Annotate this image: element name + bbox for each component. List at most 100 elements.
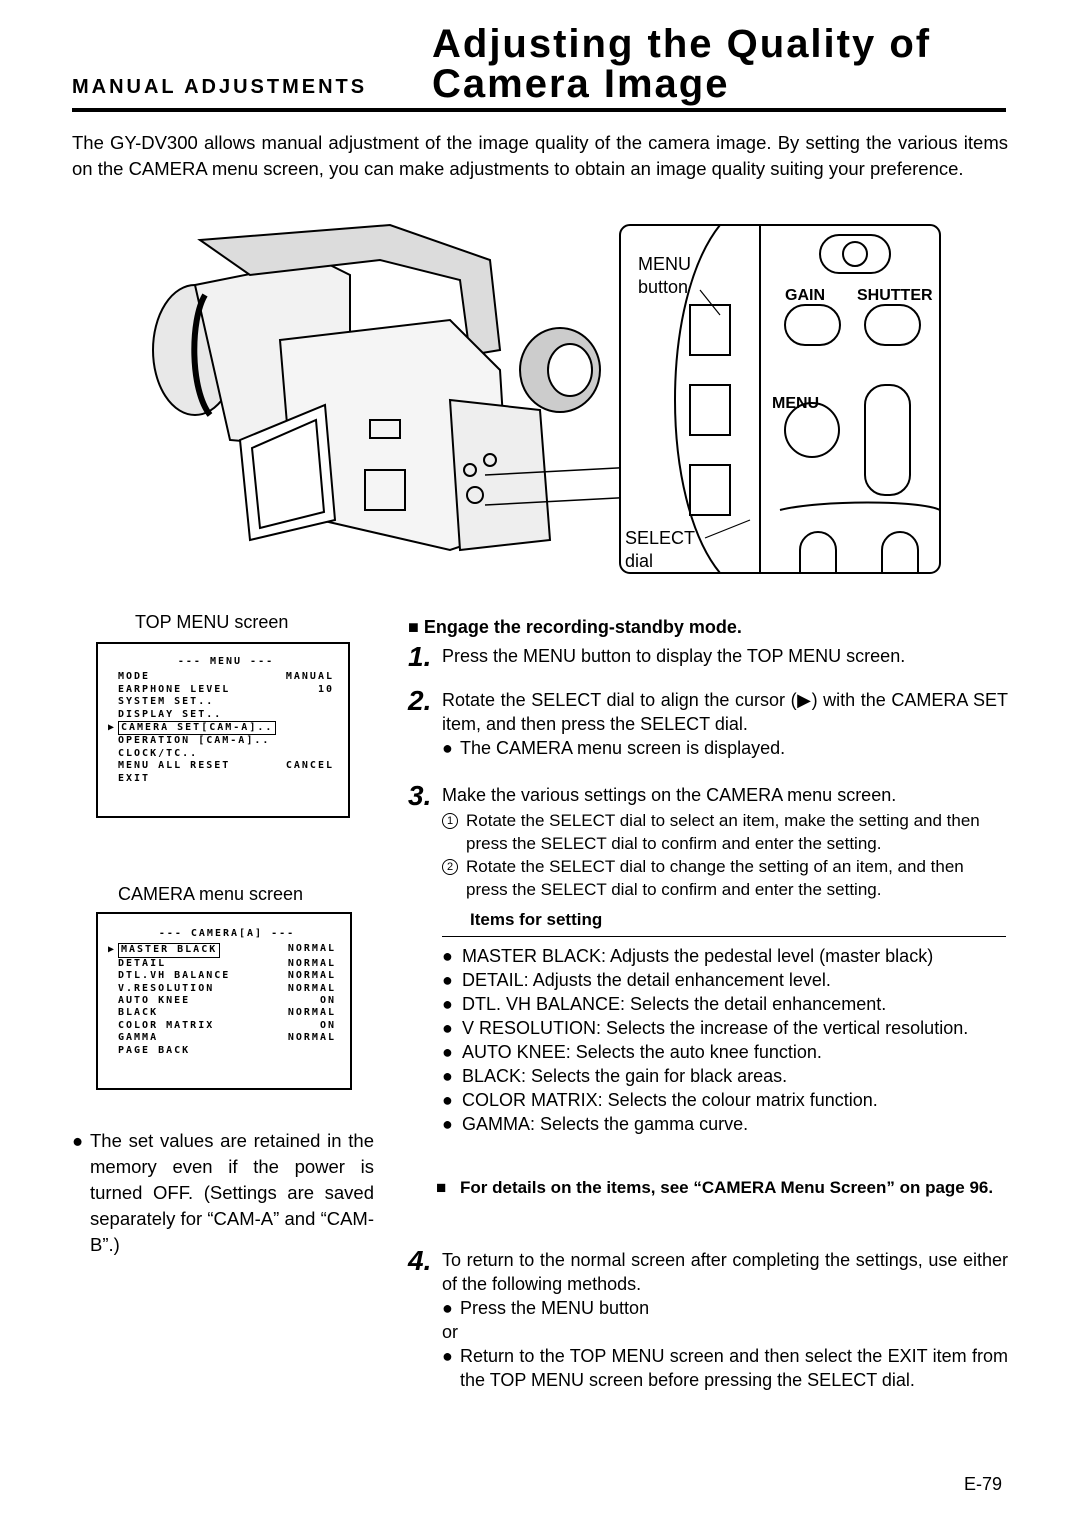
menu-button-label: MENU	[638, 254, 691, 274]
list-item: ● GAMMA: Selects the gamma curve.	[442, 1112, 1008, 1136]
section-label: MANUAL ADJUSTMENTS	[72, 76, 368, 98]
bullet-icon: ●	[442, 1090, 453, 1110]
top-menu-row: DISPLAY SET..	[118, 709, 334, 721]
intro-paragraph: The GY-DV300 allows manual adjustment of…	[72, 132, 1008, 179]
step-3: 3.Make the various settings on the CAMER…	[408, 782, 1008, 901]
camera-menu-item: PAGE BACK	[118, 1044, 191, 1056]
select-dial-label: SELECT	[625, 528, 695, 548]
bullet-icon: ●	[442, 738, 453, 758]
list-item: ● DTL. VH BALANCE: Selects the detail enh…	[442, 992, 1008, 1016]
top-menu-row: CLOCK/TC..	[118, 748, 334, 760]
camera-illustration: MENU button GAIN SHUTTER MENU SELECT dia…	[152, 223, 941, 574]
camera-menu-value: NORMAL	[287, 1032, 336, 1044]
step-4-bullet-2: Return to the TOP MENU screen and then s…	[460, 1346, 1008, 1390]
top-menu-item: CAMERA SET[CAM-A]..	[121, 722, 274, 734]
camera-menu-value: ON	[319, 1019, 336, 1031]
select-dial-label-2: dial	[625, 551, 653, 571]
top-menu-row: SYSTEM SET..	[118, 696, 334, 708]
step-number: 4.	[408, 1245, 432, 1276]
camera-menu-caption: CAMERA menu screen	[118, 884, 304, 904]
page-title-line2: Camera Image	[432, 62, 730, 106]
camera-menu-header: --- CAMERA[A] ---	[158, 928, 296, 939]
circled-number-icon: 2	[442, 859, 458, 875]
camera-menu-item: MASTER BLACK	[121, 944, 218, 956]
bullet-icon: ●	[442, 1114, 453, 1134]
camera-menu-row: GAMMA NORMAL	[118, 1032, 336, 1044]
items-heading-block: Items for setting	[470, 908, 1006, 932]
menu-button-label-2: button	[638, 277, 688, 297]
camera-menu-value: NORMAL	[287, 957, 336, 969]
top-menu-row: EXIT	[118, 773, 334, 785]
list-item: ● COLOR MATRIX: Selects the colour matrix…	[442, 1088, 1008, 1112]
step-2: 2.Rotate the SELECT dial to align the cu…	[408, 685, 1008, 760]
step-4: 4.To return to the normal screen after c…	[408, 1245, 1008, 1392]
list-item-text: BLACK: Selects the gain for black areas.	[462, 1066, 788, 1086]
camera-menu-value: NORMAL	[287, 982, 336, 994]
top-menu-item: DISPLAY SET..	[118, 708, 223, 720]
circled-number-icon: 1	[442, 813, 458, 829]
list-item-text: MASTER BLACK: Adjusts the pedestal level…	[462, 946, 934, 966]
procedure-heading: ■ Engage the recording-standby mode.	[408, 615, 1008, 639]
bullet-icon: ●	[442, 994, 453, 1014]
square-bullet-icon: ■	[408, 617, 419, 637]
title-rule	[72, 108, 1006, 112]
top-menu-item: EXIT	[118, 772, 151, 784]
top-menu-item: MODE	[118, 671, 151, 683]
camera-menu-row: PAGE BACK	[118, 1045, 336, 1057]
details-note: ■ For details on the items, see “CAMERA M…	[436, 1176, 1008, 1200]
top-menu-row: ▶CAMERA SET[CAM-A]..	[108, 721, 334, 736]
bullet-icon: ●	[442, 1298, 453, 1318]
top-menu-value: CANCEL	[285, 760, 334, 772]
top-menu-caption: TOP MENU screen	[135, 612, 289, 632]
step-4-or: or	[442, 1322, 459, 1342]
bullet-icon: ●	[442, 1346, 453, 1366]
list-item: ● MASTER BLACK: Adjusts the pedestal leve…	[442, 944, 1008, 968]
list-item-text: AUTO KNEE: Selects the auto knee functio…	[462, 1042, 822, 1062]
list-item-text: DETAIL: Adjusts the detail enhancement l…	[462, 970, 831, 990]
list-item-text: GAMMA: Selects the gamma curve.	[462, 1114, 749, 1134]
camera-menu-item: V.RESOLUTION	[118, 982, 215, 994]
step-3-sub-2: Rotate the SELECT dial to change the set…	[466, 857, 964, 899]
camera-menu-row: AUTO KNEE ON	[118, 995, 336, 1007]
list-item: ●BLACK: Selects the gain for black areas…	[442, 1064, 1008, 1088]
list-item: ● DETAIL: Adjusts the detail enhancement …	[442, 968, 1008, 992]
step-2-bullet: The CAMERA menu screen is displayed.	[460, 738, 786, 758]
camera-menu-item: DETAIL	[118, 957, 167, 969]
items-list: ● MASTER BLACK: Adjusts the pedestal leve…	[442, 944, 1008, 1136]
step-text: Make the various settings on the CAMERA …	[442, 785, 897, 805]
step-4-bullet-1: Press the MENU button	[460, 1298, 650, 1318]
step-number: 2.	[408, 685, 432, 716]
top-menu-value: 10	[317, 683, 334, 695]
list-item-text: DTL. VH BALANCE: Selects the detail enha…	[462, 994, 887, 1014]
bullet-icon: ●	[442, 970, 453, 990]
camera-menu-item: GAMMA	[118, 1032, 159, 1044]
top-menu-item: SYSTEM SET..	[118, 696, 215, 708]
top-menu-item: OPERATION [CAM-A]..	[118, 735, 271, 747]
bullet-icon: ●	[72, 1130, 84, 1151]
camera-menu-value: ON	[319, 995, 336, 1007]
menu-panel-label: MENU	[772, 395, 819, 412]
top-menu-item: CLOCK/TC..	[118, 747, 199, 759]
retention-note-text: The set values are retained in the memor…	[90, 1130, 374, 1255]
details-note-text: For details on the items, see “CAMERA Me…	[460, 1178, 994, 1197]
procedure-heading-text: Engage the recording-standby mode.	[423, 617, 742, 637]
camera-menu-item: AUTO KNEE	[118, 995, 191, 1007]
items-heading: Items for setting	[470, 910, 603, 929]
list-item-text: COLOR MATRIX: Selects the colour matrix …	[462, 1090, 878, 1110]
square-bullet-icon: ■	[436, 1178, 447, 1197]
bullet-icon: ●	[442, 946, 453, 966]
camera-menu-item: DTL.VH BALANCE	[118, 970, 231, 982]
top-menu-row: OPERATION [CAM-A]..	[118, 735, 334, 747]
top-menu-header: --- MENU ---	[177, 656, 275, 667]
bullet-icon: ●	[442, 1042, 453, 1062]
list-item: ● AUTO KNEE: Selects the auto knee functi…	[442, 1040, 1008, 1064]
camera-menu-row: DETAIL NORMAL	[118, 958, 336, 970]
